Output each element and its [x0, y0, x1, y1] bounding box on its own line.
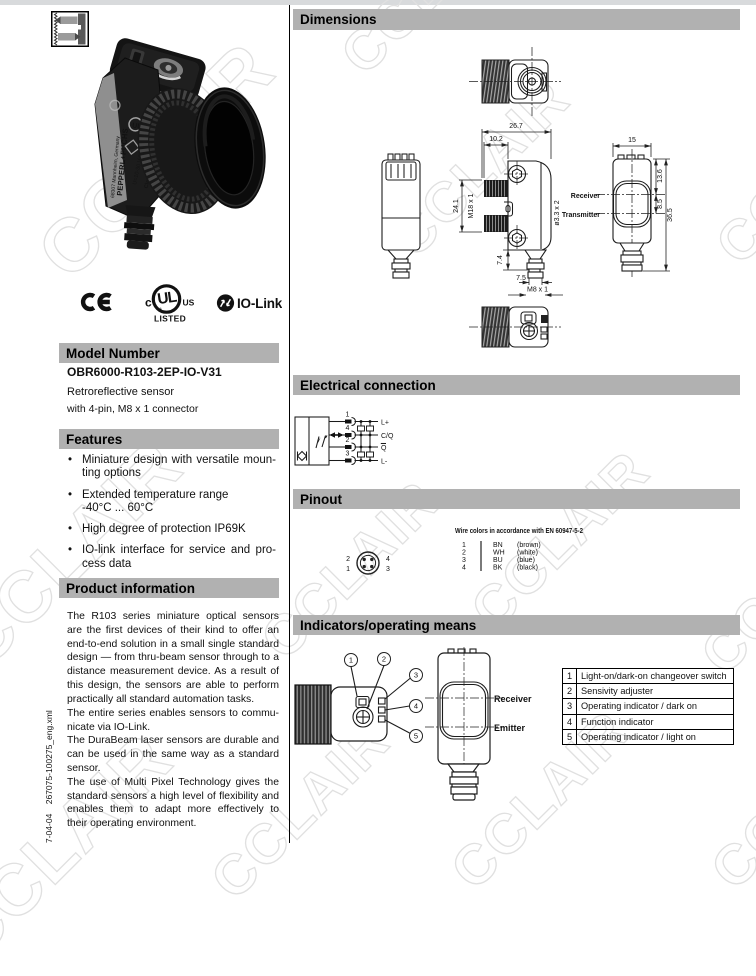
svg-text:4: 4 [414, 702, 418, 711]
svg-text:LISTED: LISTED [154, 314, 186, 324]
svg-text:4: 4 [386, 556, 390, 563]
svg-text:1: 1 [349, 656, 353, 665]
svg-text:BN: BN [493, 542, 503, 549]
svg-text:68307 Mannheim, Germany: 68307 Mannheim, Germany [110, 135, 121, 198]
svg-text:BU: BU [493, 557, 503, 564]
svg-text:Q: Q [381, 445, 387, 452]
svg-text:4: 4 [462, 565, 466, 572]
svg-text:2: 2 [382, 655, 386, 664]
svg-text:Emitter: Emitter [494, 723, 526, 733]
svg-text:1: 1 [346, 412, 350, 419]
svg-text:5: 5 [414, 732, 418, 741]
svg-text:1: 1 [462, 542, 466, 549]
svg-text:UL: UL [156, 289, 177, 309]
svg-text:L-: L- [381, 459, 388, 466]
svg-text:10.2: 10.2 [489, 136, 503, 143]
svg-text:2: 2 [346, 437, 350, 444]
svg-text:8.5: 8.5 [657, 199, 664, 209]
svg-text:IO-Link: IO-Link [237, 296, 282, 311]
svg-text:7.4: 7.4 [497, 255, 504, 265]
svg-text:WH: WH [493, 550, 505, 557]
svg-text:M8 x 1: M8 x 1 [527, 287, 548, 294]
svg-text:ø3.3 x 2: ø3.3 x 2 [554, 200, 561, 225]
svg-text:4: 4 [346, 425, 350, 432]
svg-text:L+: L+ [381, 420, 389, 427]
svg-text:UL: UL [132, 122, 143, 130]
svg-text:3: 3 [386, 566, 390, 573]
svg-text:Receiver: Receiver [494, 694, 532, 704]
svg-text:15: 15 [628, 137, 636, 144]
svg-text:3: 3 [346, 451, 350, 458]
svg-text:c: c [145, 296, 152, 310]
svg-text:2: 2 [462, 550, 466, 557]
svg-text:(brown): (brown) [517, 542, 541, 549]
svg-text:Receiver: Receiver [571, 193, 600, 200]
svg-text:M18 x 1: M18 x 1 [468, 193, 475, 218]
svg-text:BK: BK [493, 565, 503, 572]
svg-text:7.5: 7.5 [516, 275, 526, 282]
svg-text:US: US [183, 298, 195, 308]
svg-text:(white): (white) [517, 550, 538, 557]
svg-text:26.7: 26.7 [509, 123, 523, 130]
svg-text:2: 2 [346, 556, 350, 563]
svg-text:Transmitter: Transmitter [562, 212, 600, 219]
svg-text:(blue): (blue) [517, 557, 535, 564]
svg-text:24.1: 24.1 [453, 199, 460, 213]
svg-text:1: 1 [346, 566, 350, 573]
svg-text:3: 3 [462, 557, 466, 564]
svg-text:13.6: 13.6 [657, 169, 664, 183]
svg-text:C/Q: C/Q [381, 433, 394, 440]
svg-text:36.5: 36.5 [667, 208, 674, 222]
svg-text:®: ® [159, 307, 162, 312]
svg-text:(black): (black) [517, 565, 538, 572]
svg-text:Wire colors in accordance with: Wire colors in accordance with EN 60947-… [455, 526, 583, 535]
svg-text:3: 3 [414, 671, 418, 680]
